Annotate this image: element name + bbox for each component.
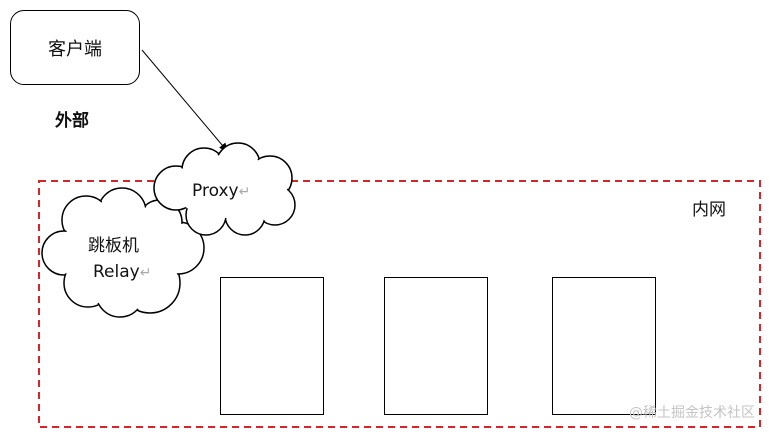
proxy-node-label: Proxy↵: [192, 181, 250, 201]
relay-node-label-en: Relay↵: [93, 262, 151, 282]
intranet-boundary: [38, 180, 761, 428]
intranet-host-box: [220, 277, 324, 415]
watermark: @稀土掘金技术社区: [629, 405, 755, 421]
relay-cloud-icon: [41, 187, 205, 318]
client-node: 客户端: [10, 10, 140, 85]
proxy-label-text: Proxy: [192, 181, 239, 201]
return-mark-icon: ↵: [139, 265, 152, 281]
intranet-zone-label: 内网: [692, 200, 726, 220]
intranet-host-box: [384, 277, 488, 415]
outside-zone-label: 外部: [55, 111, 89, 131]
intranet-host-box: [552, 277, 656, 415]
relay-label-text: Relay: [93, 262, 140, 282]
client-to-proxy-arrow: [141, 49, 229, 153]
client-label: 客户端: [48, 38, 102, 60]
return-mark-icon: ↵: [238, 184, 251, 200]
proxy-cloud-icon: [153, 142, 296, 236]
relay-node-label-cn: 跳板机: [88, 236, 139, 256]
